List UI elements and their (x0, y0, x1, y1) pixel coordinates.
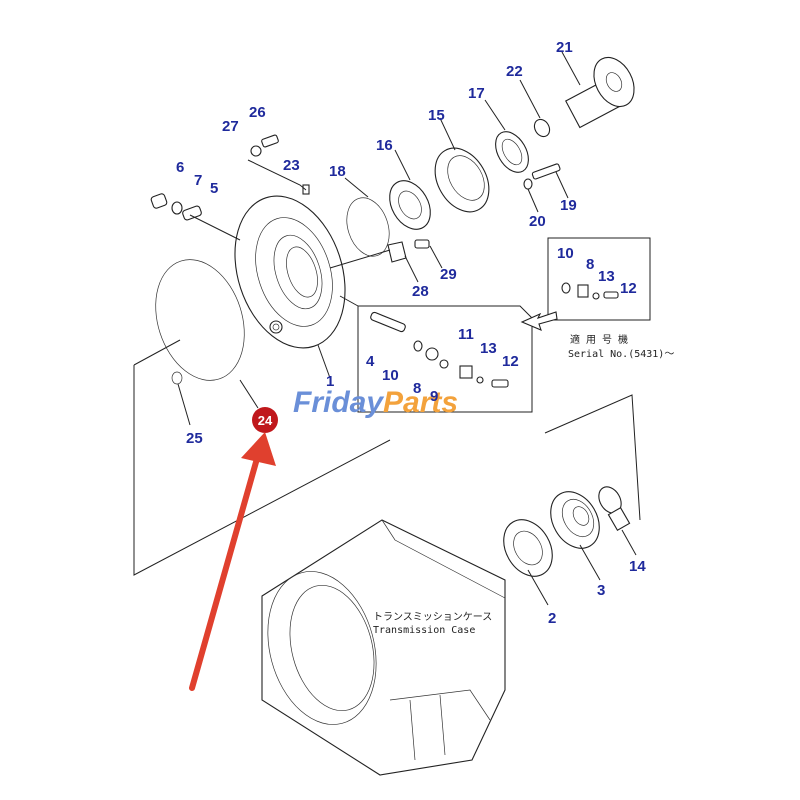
cover-part-1[interactable] (216, 182, 363, 363)
ring-part-18[interactable] (340, 192, 397, 261)
gear-part-15[interactable] (424, 139, 500, 222)
label-8: 8 (413, 380, 421, 397)
label-8-serial: 8 (586, 256, 594, 273)
washer-part-7[interactable] (171, 201, 183, 215)
label-14: 14 (629, 558, 646, 575)
label-27: 27 (222, 118, 239, 135)
watermark: FridayParts (293, 386, 458, 419)
serial-detail-box (547, 237, 651, 321)
o-ring-24[interactable] (141, 248, 259, 392)
label-25: 25 (186, 430, 203, 447)
label-3: 3 (597, 582, 605, 599)
bearing-part-16[interactable] (381, 173, 438, 236)
bolt-part-29[interactable] (414, 239, 430, 249)
watermark-part2: Parts (383, 386, 458, 419)
label-15: 15 (428, 107, 445, 124)
gear-part-3[interactable] (541, 483, 609, 557)
label-22: 22 (506, 63, 523, 80)
label-19: 19 (560, 197, 577, 214)
small-ring-25[interactable] (171, 371, 183, 385)
detail-box-sensor (357, 305, 533, 413)
label-24: 24 (258, 413, 273, 428)
label-16: 16 (376, 137, 393, 154)
label-26: 26 (249, 104, 266, 121)
label-7: 7 (194, 172, 202, 189)
label-17: 17 (468, 85, 485, 102)
washer-part-22[interactable] (531, 117, 552, 140)
label-2: 2 (548, 610, 556, 627)
bolt-part-26[interactable] (261, 134, 279, 148)
label-29: 29 (440, 266, 457, 283)
label-21: 21 (556, 39, 573, 56)
serial-note-english: Serial No.(5431)～ (568, 349, 674, 360)
label-4: 4 (366, 353, 375, 370)
label-12: 12 (502, 353, 519, 370)
bearing-part-2[interactable] (494, 511, 562, 585)
label-13: 13 (480, 340, 497, 357)
bolt-part-19[interactable] (531, 163, 561, 180)
case-label-english: Transmission Case (373, 625, 475, 636)
serial-pointer-arrow (520, 311, 558, 331)
label-23: 23 (283, 157, 300, 174)
plug-part-6[interactable] (150, 193, 168, 209)
label-10: 10 (382, 367, 399, 384)
label-28: 28 (412, 283, 429, 300)
label-18: 18 (329, 163, 346, 180)
label-20: 20 (529, 213, 546, 230)
label-1: 1 (326, 373, 334, 390)
plate-part-28[interactable] (387, 241, 407, 263)
serial-note-japanese: 適 用 号 機 (570, 333, 628, 346)
washer-part-20[interactable] (523, 178, 533, 190)
label-10-serial: 10 (557, 245, 574, 262)
label-12-serial: 12 (620, 280, 637, 297)
callout-arrow (189, 432, 276, 691)
shaft-part-21[interactable] (565, 51, 642, 129)
plug-part-5[interactable] (182, 205, 202, 221)
case-label-japanese: トランスミッションケース (373, 611, 492, 623)
label-11: 11 (458, 326, 474, 343)
transmission-case[interactable] (252, 519, 506, 776)
label-13-serial: 13 (598, 268, 615, 285)
watermark-part1: Friday (293, 386, 384, 419)
highlight-marker-24[interactable]: 24 (252, 407, 278, 433)
label-5: 5 (210, 180, 218, 197)
ring-part-17[interactable] (489, 126, 535, 178)
label-9: 9 (430, 388, 438, 405)
leader-lines (133, 51, 641, 606)
washer-part-27[interactable] (250, 145, 262, 157)
label-6: 6 (176, 159, 184, 176)
sensor-part-14[interactable] (594, 483, 631, 532)
